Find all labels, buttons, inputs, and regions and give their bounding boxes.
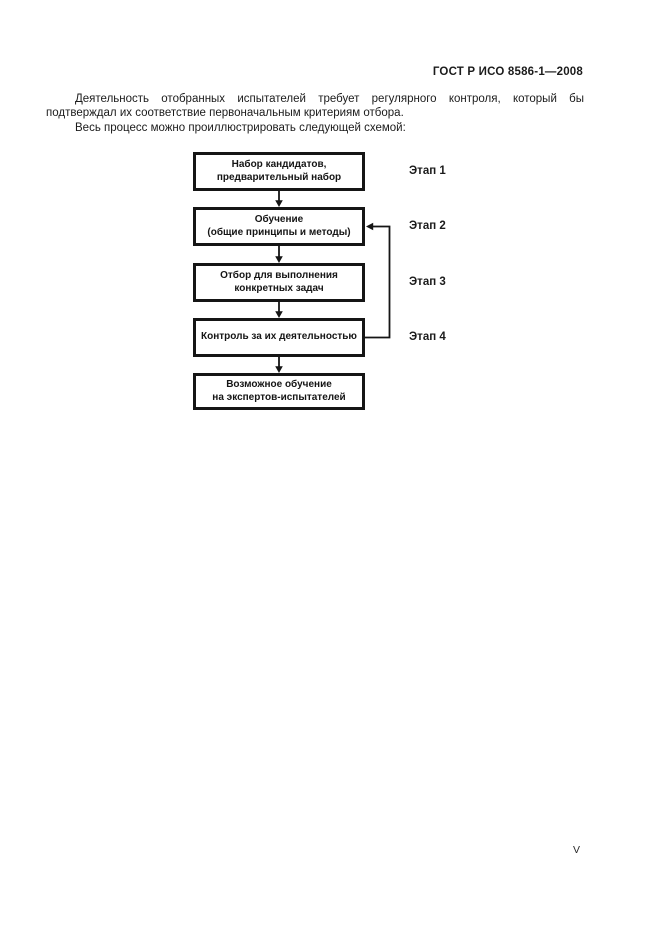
box-label-line: (общие принципы и методы) (207, 226, 351, 238)
box-label-line: предварительный набор (216, 171, 342, 183)
down-arrow-1 (275, 191, 283, 207)
down-arrow-3 (275, 302, 283, 318)
down-arrow-4 (275, 357, 283, 373)
page-number: V (573, 844, 581, 856)
flowchart-box-selection: Отбор для выполнения конкретных задач (193, 263, 365, 302)
document-title-header: ГОСТ Р ИСО 8586-1—2008 (432, 66, 583, 78)
flowchart-box-recruitment: Набор кандидатов, предварительный набор (193, 152, 365, 191)
intro-paragraph: Деятельность отобранных испытателей треб… (46, 93, 584, 120)
box-label-line: Отбор для выполнения (220, 270, 338, 281)
stage-label-4: Этап 4 (409, 331, 446, 343)
box-label-line: Контроль за их деятельностью (201, 331, 357, 343)
box-label-line: Набор кандидатов, (231, 159, 327, 170)
flowchart-box-expert-training: Возможное обучение на экспертов-испытате… (193, 373, 365, 410)
down-arrow-2 (275, 246, 283, 263)
box-label-line: Возможное обучение (226, 379, 332, 390)
flowchart-box-monitoring: Контроль за их деятельностью (193, 318, 365, 357)
box-label-line: на экспертов-испытателей (212, 391, 346, 403)
box-label-line: конкретных задач (234, 282, 324, 294)
box-label-line: Обучение (254, 214, 304, 225)
scheme-intro-sentence: Весь процесс можно проиллюстрировать сле… (75, 121, 406, 134)
flowchart-box-training: Обучение (общие принципы и методы) (193, 207, 365, 246)
stage-label-1: Этап 1 (409, 165, 446, 177)
stage-label-3: Этап 3 (409, 276, 446, 288)
stage-label-2: Этап 2 (409, 220, 446, 232)
feedback-arrow-stage4-to-stage2 (365, 222, 391, 339)
